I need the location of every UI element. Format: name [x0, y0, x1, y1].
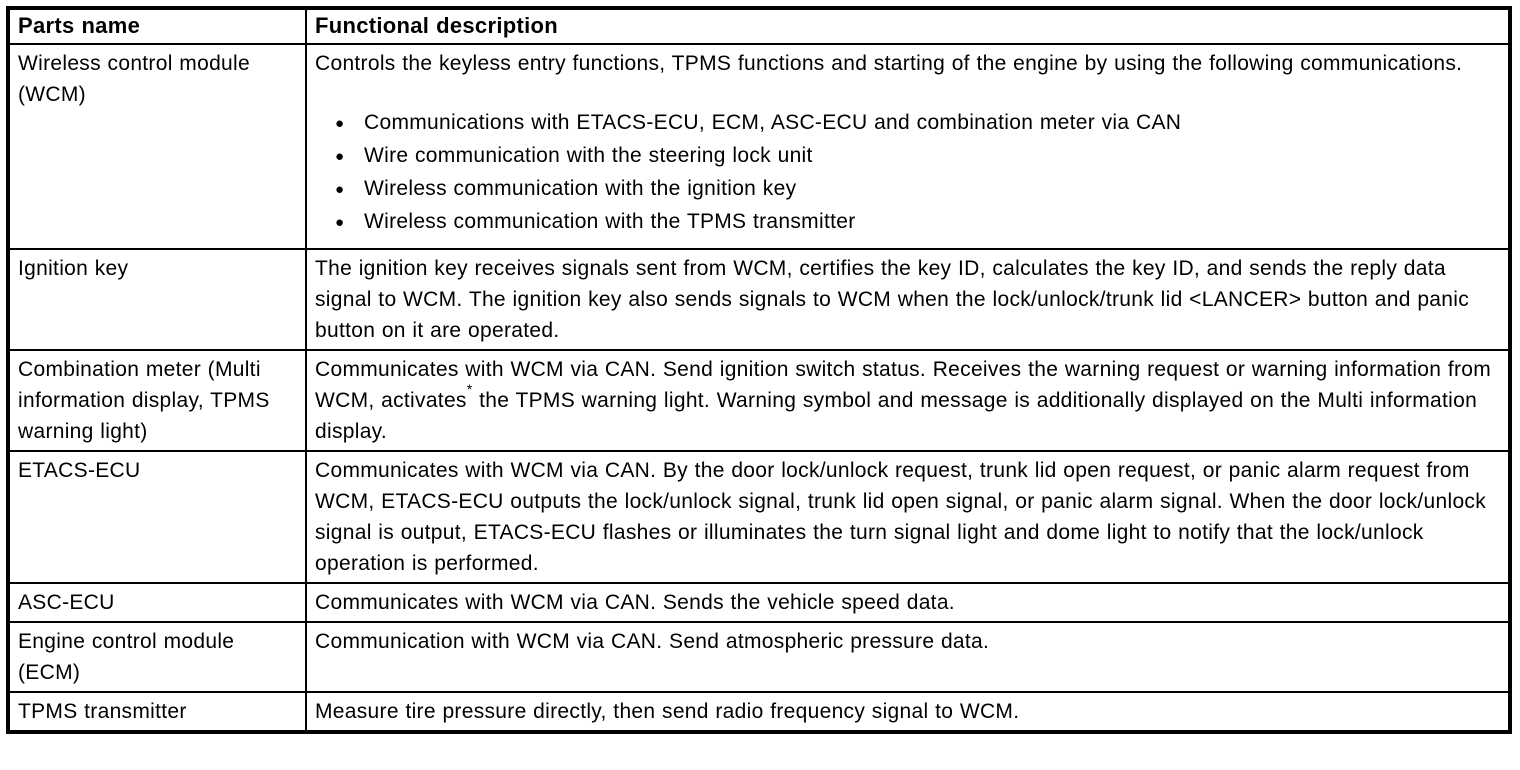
table-row-etacs-ecu: ETACS-ECU Communicates with WCM via CAN.…: [7, 450, 1511, 584]
description-segment: the TPMS warning light. Warning symbol a…: [315, 389, 1478, 443]
part-name-cell: ASC-ECU: [7, 582, 307, 623]
description-cell: Controls the keyless entry functions, TP…: [305, 43, 1511, 250]
column-header-parts-name: Parts name: [7, 7, 307, 45]
bullet-icon: ●: [335, 148, 345, 165]
table-row-asc-ecu: ASC-ECU Communicates with WCM via CAN. S…: [7, 582, 1511, 623]
part-name-cell: Engine control module (ECM): [7, 621, 307, 693]
list-item: ● Wireless communication with the ignitio…: [335, 173, 1500, 206]
description-text: Controls the keyless entry functions, TP…: [315, 52, 1463, 75]
description-text: Communicates with WCM via CAN. By the do…: [315, 459, 1487, 575]
description-text: Communication with WCM via CAN. Send atm…: [315, 630, 990, 653]
description-text: Communicates with WCM via CAN. Send igni…: [315, 354, 1500, 447]
bullet-icon: ●: [335, 214, 345, 231]
table-row-wcm: Wireless control module (WCM) Controls t…: [7, 43, 1511, 250]
description-text: The ignition key receives signals sent f…: [315, 257, 1470, 342]
description-cell: Communicates with WCM via CAN. Send igni…: [305, 349, 1511, 452]
bullet-text: Wireless communication with the TPMS tra…: [364, 210, 856, 233]
table-header-row: Parts name Functional description: [7, 7, 1511, 45]
bullet-text: Wire communication with the steering loc…: [364, 144, 813, 167]
bullet-icon: ●: [335, 115, 345, 132]
description-cell: The ignition key receives signals sent f…: [305, 248, 1511, 351]
table-row-tpms-transmitter: TPMS transmitter Measure tire pressure d…: [7, 691, 1511, 733]
part-name-cell: Ignition key: [7, 248, 307, 351]
parts-function-table: Parts name Functional description Wirele…: [6, 6, 1512, 734]
description-segment: Communicates with WCM via CAN. Send igni…: [315, 358, 1492, 412]
communication-bullet-list: ● Communications with ETACS-ECU, ECM, ASC…: [315, 107, 1500, 239]
description-cell: Communicates with WCM via CAN. Sends the…: [305, 582, 1511, 623]
document-page: Parts name Functional description Wirele…: [6, 6, 1512, 734]
description-cell: Communication with WCM via CAN. Send atm…: [305, 621, 1511, 693]
part-name-cell: Wireless control module (WCM): [7, 43, 307, 250]
bullet-icon: ●: [335, 181, 345, 198]
description-text: Communicates with WCM via CAN. Sends the…: [315, 591, 955, 614]
column-header-functional-description: Functional description: [305, 7, 1511, 45]
table-row-ecm: Engine control module (ECM) Communicatio…: [7, 621, 1511, 693]
list-item: ● Wireless communication with the TPMS tr…: [335, 206, 1500, 239]
description-cell: Communicates with WCM via CAN. By the do…: [305, 450, 1511, 584]
table-row-combination-meter: Combination meter (Multi information dis…: [7, 349, 1511, 452]
description-cell: Measure tire pressure directly, then sen…: [305, 691, 1511, 733]
list-item: ● Wire communication with the steering lo…: [335, 140, 1500, 173]
footnote-asterisk: *: [466, 381, 473, 397]
part-name-cell: Combination meter (Multi information dis…: [7, 349, 307, 452]
part-name-cell: TPMS transmitter: [7, 691, 307, 733]
part-name-cell: ETACS-ECU: [7, 450, 307, 584]
list-item: ● Communications with ETACS-ECU, ECM, ASC…: [335, 107, 1500, 140]
table-row-ignition-key: Ignition key The ignition key receives s…: [7, 248, 1511, 351]
description-text: Measure tire pressure directly, then sen…: [315, 700, 1020, 723]
bullet-text: Communications with ETACS-ECU, ECM, ASC-…: [364, 111, 1182, 134]
bullet-text: Wireless communication with the ignition…: [364, 177, 797, 200]
